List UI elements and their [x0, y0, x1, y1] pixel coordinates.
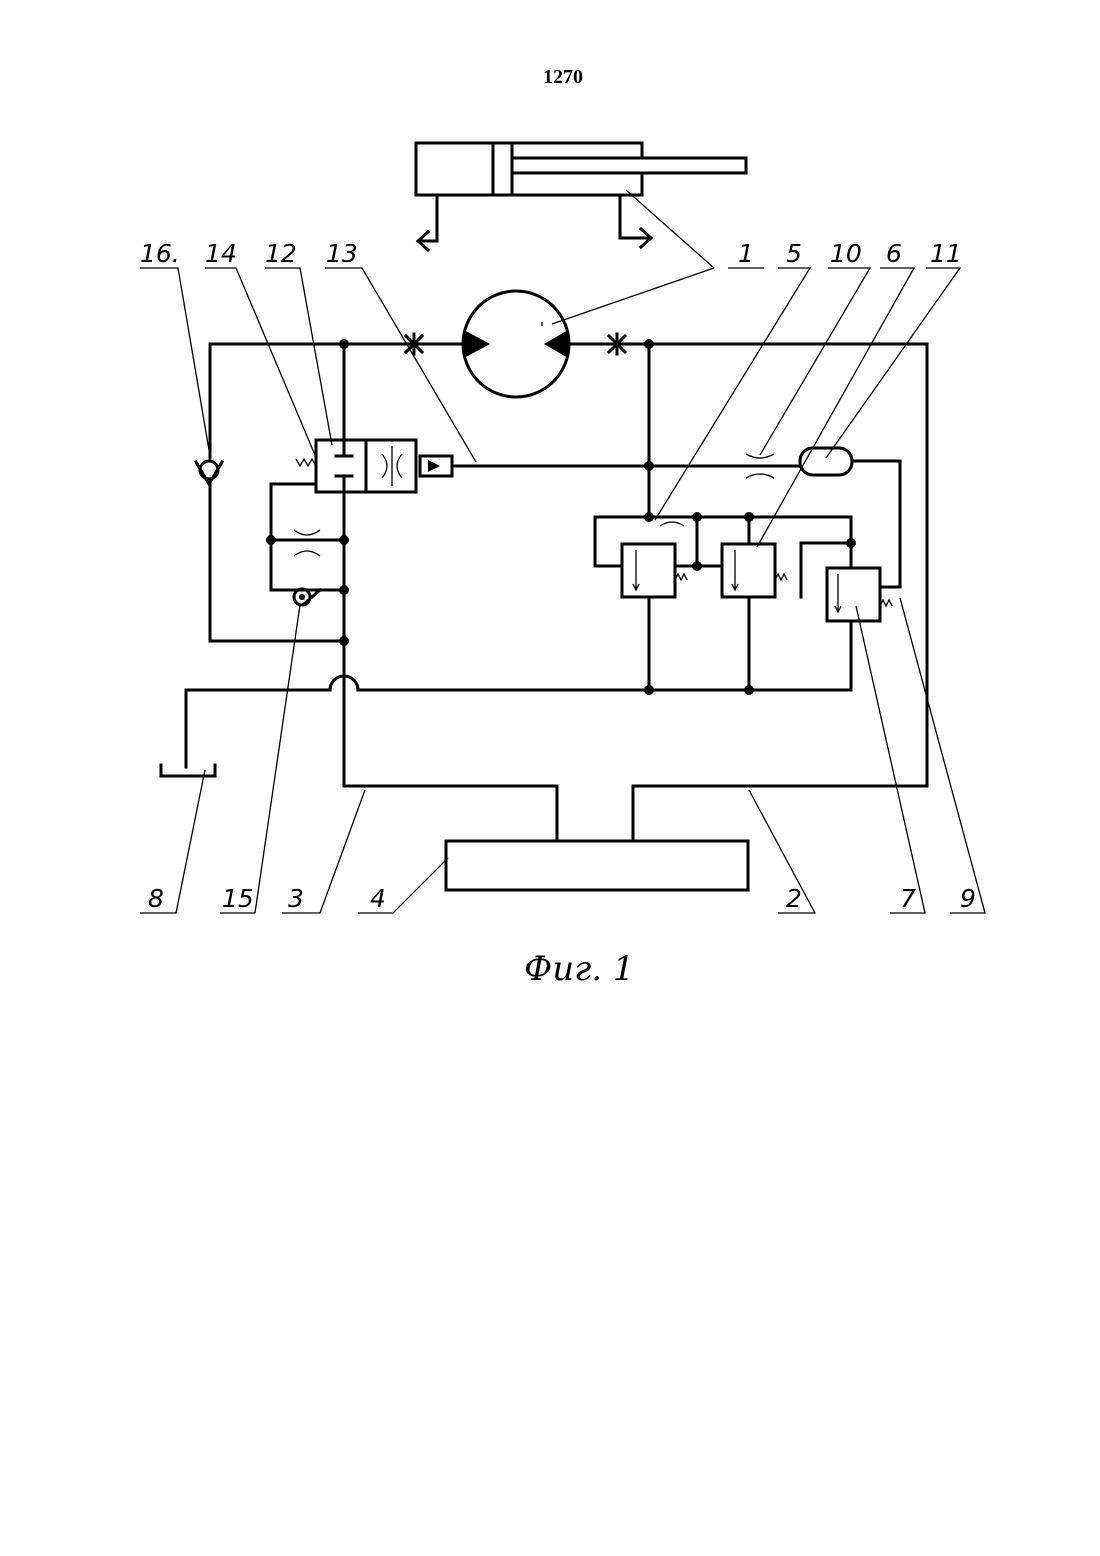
pressure-valve-5 — [595, 517, 697, 597]
label-15: 15 — [222, 884, 254, 913]
label-14: 14 — [205, 239, 237, 268]
figure-caption: Фиг. 1 — [524, 949, 635, 989]
label-9: 9 — [960, 884, 976, 913]
accumulator — [800, 448, 852, 475]
label-12: 12 — [265, 239, 297, 268]
leader-lines — [140, 190, 985, 913]
label-10: 10 — [830, 239, 862, 268]
label-8: 8 — [148, 884, 164, 913]
check-valve-16 — [196, 461, 222, 484]
label-7: 7 — [900, 884, 916, 913]
pressure-valve-6 — [697, 517, 787, 690]
label-13: 13 — [326, 239, 358, 268]
label-6: 6 — [886, 239, 902, 268]
pump — [446, 841, 748, 890]
label-16: 16. — [140, 239, 180, 268]
label-2: 2 — [786, 884, 802, 913]
label-3: 3 — [288, 884, 304, 913]
tank — [161, 765, 215, 776]
label-4: 4 — [370, 884, 386, 913]
hydraulic-cylinder — [416, 143, 746, 250]
distributor-valve — [296, 440, 452, 492]
label-1: 1 — [738, 239, 754, 268]
label-5: 5 — [786, 239, 802, 268]
throttle-check-block — [271, 484, 344, 605]
label-11: 11 — [930, 239, 962, 268]
hydraulic-motor — [463, 291, 569, 397]
